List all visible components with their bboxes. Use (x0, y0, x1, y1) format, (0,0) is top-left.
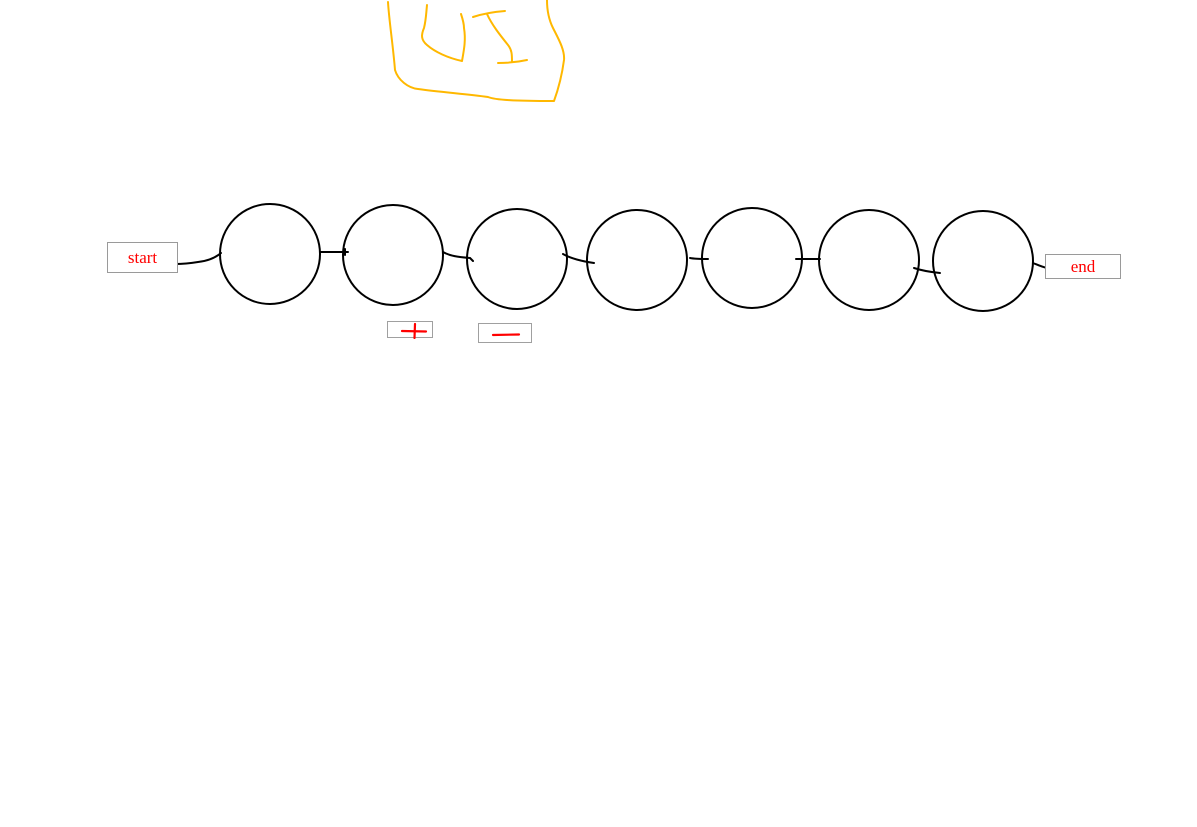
chain-node-7 (932, 210, 1034, 312)
chain-node-4 (586, 209, 688, 311)
plus-icon (400, 322, 428, 339)
connector-start-to-node-1 (174, 252, 222, 265)
connector-node-2-to-3 (442, 251, 474, 262)
node-chain (219, 203, 1034, 312)
chain-node-6 (818, 209, 920, 311)
sketch-stroke-3 (486, 13, 513, 63)
start-label-text: start (127, 248, 158, 267)
start-label: start (107, 242, 178, 273)
end-label: end (1045, 254, 1121, 279)
add-node-button[interactable] (387, 321, 433, 339)
end-label-text: end (1070, 257, 1096, 276)
connector-node-4-to-5 (689, 257, 709, 260)
minus-icon (491, 333, 521, 337)
sketch-stroke-4 (497, 59, 528, 64)
node-connectors (174, 248, 1048, 274)
remove-node-button[interactable] (478, 323, 532, 343)
connector-node-1-to-2 (319, 248, 349, 256)
freehand-sketch (387, 0, 566, 102)
sketch-outline (387, 0, 566, 102)
sketch-stroke-1 (421, 4, 466, 62)
chain-node-5 (701, 207, 803, 309)
connector-node-3-to-4 (562, 253, 595, 264)
connector-node-6-to-7 (913, 267, 941, 274)
chain-node-2 (342, 204, 444, 306)
chain-node-1 (219, 203, 321, 305)
chain-node-3 (466, 208, 568, 310)
